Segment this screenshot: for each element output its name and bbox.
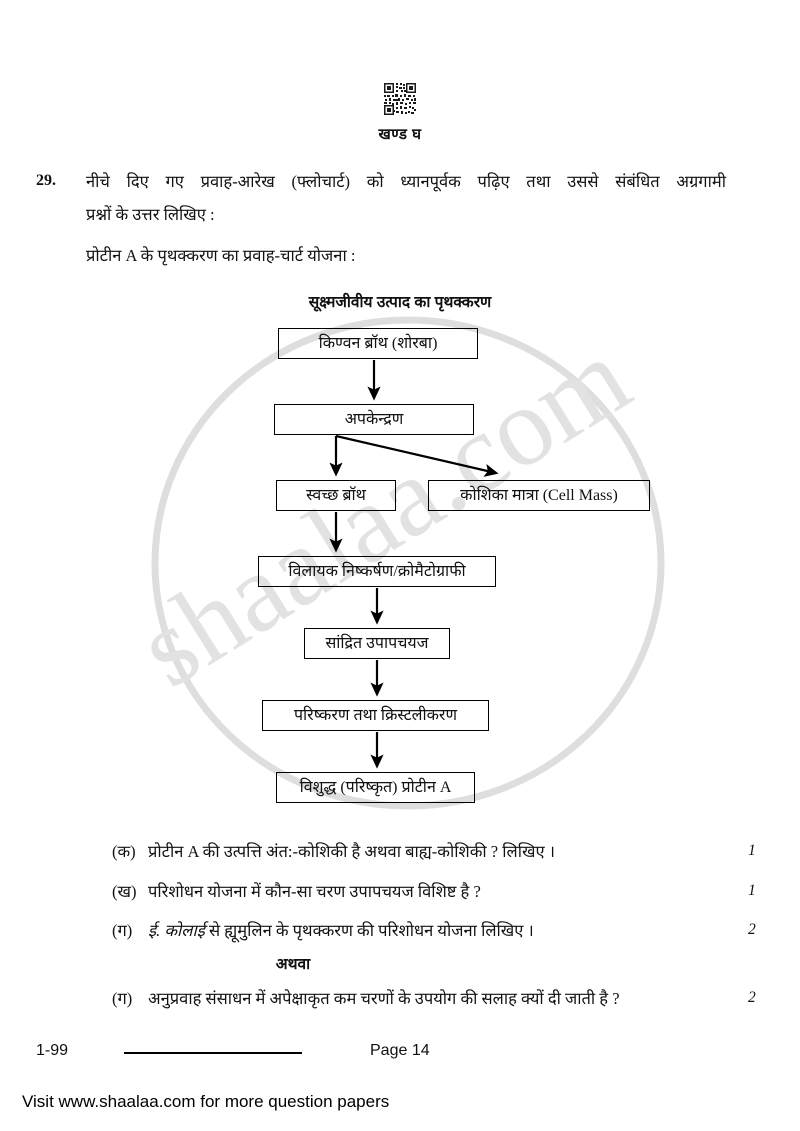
paper-code: 1-99 — [36, 1042, 69, 1059]
question-number: 29. — [36, 172, 56, 189]
question-stem-line-2: प्रश्नों के उत्तर लिखिए : — [86, 205, 215, 224]
sub-question-text-c-rest: से ह्यूमुलिन के पृथक्करण की परिशोधन योजन… — [204, 921, 534, 940]
sub-question-marks-c-alt: 2 — [748, 989, 756, 1006]
flowchart-arrows — [329, 360, 499, 769]
section-heading: खण्ड घ — [378, 126, 422, 143]
sub-question-text-c: ई. कोलाई से ह्यूमुलिन के पृथक्करण की परि… — [148, 920, 534, 941]
page-label: Page 14 — [370, 1042, 430, 1059]
qr-code-icon — [383, 82, 417, 116]
footer-divider — [124, 1052, 302, 1054]
sub-question-marks-a: 1 — [748, 842, 756, 859]
question-stem-line-1: नीचे दिए गए प्रवाह-आरेख (फ्लोचार्ट) को ध… — [86, 172, 726, 191]
sub-question-label-a: (क) — [112, 842, 136, 861]
sub-question-text-b: परिशोधन योजना में कौन-सा चरण उपापचयज विश… — [148, 882, 481, 901]
flowchart-title: सूक्ष्मजीवीय उत्पाद का पृथक्करण — [308, 294, 492, 311]
sub-question-text-c-alt: अनुप्रवाह संसाधन में अपेक्षाकृत कम चरणों… — [148, 989, 620, 1008]
sub-question-text-c-italic: ई. कोलाई — [148, 921, 205, 940]
sub-question-label-b: (ख) — [112, 882, 137, 901]
sub-question-marks-c: 2 — [748, 921, 756, 938]
flowchart-caption: प्रोटीन A के पृथक्करण का प्रवाह-चार्ट यो… — [86, 246, 356, 265]
sub-question-label-c-alt: (ग) — [112, 989, 133, 1008]
visit-note: Visit www.shaalaa.com for more question … — [22, 1092, 390, 1111]
sub-question-text-a: प्रोटीन A की उत्पत्ति अंत:-कोशिकी है अथव… — [148, 842, 555, 861]
sub-question-marks-b: 1 — [748, 882, 756, 899]
sub-question-label-c: (ग) — [112, 921, 133, 940]
or-separator: अथवा — [275, 956, 311, 973]
flowchart-diagram: सूक्ष्मजीवीय उत्पाद का पृथक्करण किण्वन ब… — [0, 285, 800, 815]
